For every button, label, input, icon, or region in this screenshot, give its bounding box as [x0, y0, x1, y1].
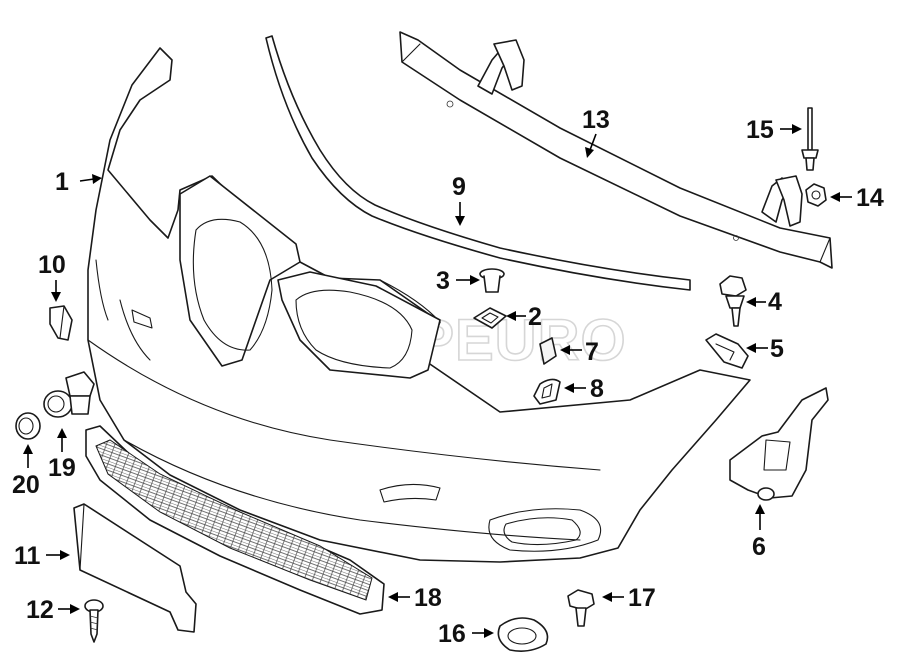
- callout-9[interactable]: 9: [452, 173, 466, 226]
- callout-14-label: 14: [856, 184, 884, 212]
- part-7-buffer[interactable]: [539, 337, 557, 365]
- part-4-bolt[interactable]: [719, 275, 747, 327]
- callout-9-label: 9: [452, 173, 466, 201]
- callout-15[interactable]: 15: [746, 116, 802, 144]
- callout-20[interactable]: 20: [12, 444, 40, 499]
- callout-17[interactable]: 17: [602, 584, 656, 612]
- callout-16[interactable]: 16: [438, 620, 494, 648]
- callout-3[interactable]: 3: [436, 267, 480, 295]
- part-17-bolt[interactable]: [567, 589, 595, 627]
- callouts: 1 2 3 4 5 6 7 8: [12, 106, 884, 648]
- part-13-impact-bar[interactable]: [399, 31, 833, 269]
- callout-2-label: 2: [528, 303, 542, 331]
- callout-4-label: 4: [768, 288, 782, 316]
- part-12-screw[interactable]: [84, 599, 104, 643]
- callout-16-label: 16: [438, 620, 466, 648]
- callout-18[interactable]: 18: [388, 584, 442, 612]
- part-19-park-sensor[interactable]: [43, 371, 95, 418]
- part-5-bracket[interactable]: [705, 333, 749, 369]
- callout-12-label: 12: [26, 596, 54, 624]
- callout-12[interactable]: 12: [26, 596, 80, 624]
- part-15-stud[interactable]: [801, 107, 819, 171]
- callout-8[interactable]: 8: [564, 375, 604, 403]
- callout-15-label: 15: [746, 116, 774, 144]
- part-10-sensor-cap[interactable]: [49, 305, 73, 341]
- callout-13[interactable]: 13: [582, 106, 610, 158]
- callout-6-label: 6: [752, 533, 766, 561]
- grille: [179, 175, 441, 379]
- callout-17-label: 17: [628, 584, 656, 612]
- callout-10[interactable]: 10: [38, 251, 66, 302]
- part-20-plug[interactable]: [15, 412, 41, 440]
- part-18-lower-grille[interactable]: [85, 425, 385, 615]
- part-1-bumper-cover[interactable]: [87, 47, 751, 563]
- callout-1-label: 1: [55, 168, 69, 196]
- callout-7[interactable]: 7: [560, 338, 599, 366]
- callout-19[interactable]: 19: [48, 428, 76, 482]
- callout-5-label: 5: [770, 335, 784, 363]
- part-9-guide-strip[interactable]: [265, 35, 691, 291]
- callout-1[interactable]: 1: [55, 168, 102, 196]
- part-14-nut[interactable]: [805, 183, 827, 207]
- callout-7-label: 7: [585, 338, 599, 366]
- callout-11[interactable]: 11: [14, 542, 70, 570]
- callout-18-label: 18: [414, 584, 442, 612]
- callout-5[interactable]: 5: [746, 335, 784, 363]
- part-16-fog-cover[interactable]: [497, 617, 549, 652]
- callout-11-label: 11: [14, 542, 41, 570]
- part-6-side-bracket[interactable]: [729, 387, 829, 501]
- callout-13-label: 13: [582, 106, 610, 134]
- part-8-buffer[interactable]: [533, 378, 561, 405]
- callout-3-label: 3: [436, 267, 450, 295]
- callout-6[interactable]: 6: [752, 504, 766, 561]
- callout-4[interactable]: 4: [746, 288, 782, 316]
- callout-8-label: 8: [590, 375, 604, 403]
- callout-19-label: 19: [48, 454, 76, 482]
- callout-20-label: 20: [12, 471, 40, 499]
- part-3-clip[interactable]: [479, 268, 505, 293]
- part-11-license-bracket[interactable]: [73, 503, 197, 633]
- callout-10-label: 10: [38, 251, 66, 279]
- callout-14[interactable]: 14: [830, 184, 884, 212]
- callout-2[interactable]: 2: [506, 303, 542, 331]
